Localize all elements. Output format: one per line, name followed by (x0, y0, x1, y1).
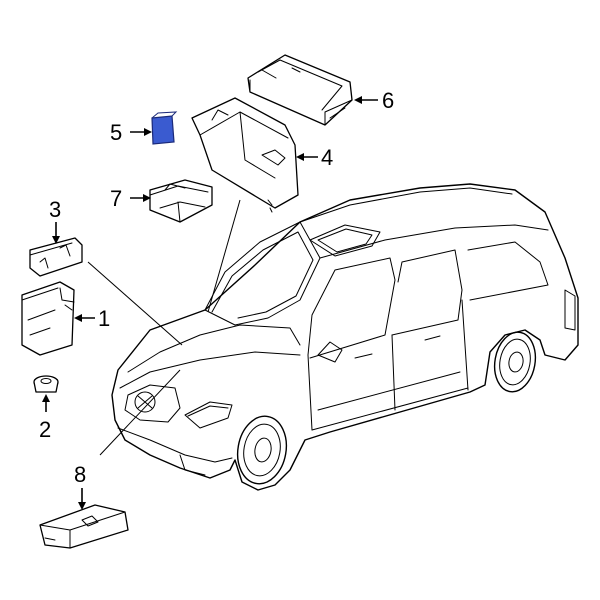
callout-labels: 1 2 3 4 5 6 7 8 (39, 88, 394, 487)
part-2-nut[interactable] (33, 375, 59, 393)
callout-4: 4 (321, 145, 333, 170)
callout-5: 5 (110, 120, 122, 145)
callout-8: 8 (74, 462, 86, 487)
part-6-fuse-box-cover[interactable] (247, 54, 353, 126)
callout-3: 3 (49, 197, 61, 222)
callout-7: 7 (110, 186, 122, 211)
part-3-bracket[interactable] (29, 237, 83, 277)
part-5-relay[interactable] (151, 111, 178, 145)
callout-2: 2 (39, 417, 51, 442)
part-7-relay-block[interactable] (149, 179, 213, 223)
leader-lines (87, 199, 241, 456)
part-8-control-module[interactable] (39, 504, 129, 549)
part-4-fuse-box-housing[interactable] (191, 97, 299, 213)
callout-arrows (42, 96, 378, 510)
part-1-module[interactable] (21, 281, 75, 356)
callout-6: 6 (382, 88, 394, 113)
vehicle-illustration (111, 183, 579, 491)
callout-1: 1 (98, 306, 110, 331)
